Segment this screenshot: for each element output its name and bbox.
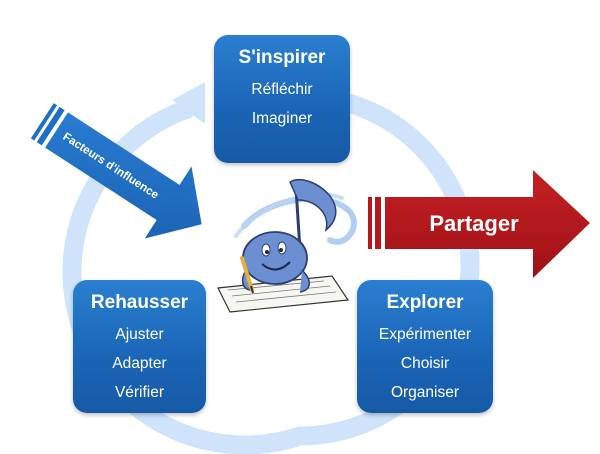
enhance-box-item: Vérifier — [114, 384, 165, 401]
explore-box-item: Expérimenter — [378, 326, 472, 343]
inspire-box-item: Réfléchir — [251, 81, 313, 98]
share-arrow-label: Partager — [429, 211, 519, 236]
inspire-box: S'inspirer Réfléchir Imaginer — [214, 35, 350, 163]
inspire-box-item: Imaginer — [251, 110, 313, 127]
explore-box-title: Explorer — [386, 292, 464, 313]
explore-box-item: Organiser — [390, 384, 460, 401]
enhance-box-item: Adapter — [112, 355, 167, 372]
explore-box-item: Choisir — [400, 355, 450, 372]
enhance-box: Rehausser Ajuster Adapter Vérifier — [73, 280, 206, 413]
cycle-arrow — [62, 82, 480, 454]
music-note-mascot-icon — [217, 178, 357, 313]
inspire-box-title: S'inspirer — [238, 47, 326, 68]
enhance-box-item: Ajuster — [115, 326, 164, 343]
explore-box: Explorer Expérimenter Choisir Organiser — [357, 280, 493, 413]
share-arrow: Partager — [368, 170, 590, 278]
enhance-box-title: Rehausser — [90, 292, 189, 313]
